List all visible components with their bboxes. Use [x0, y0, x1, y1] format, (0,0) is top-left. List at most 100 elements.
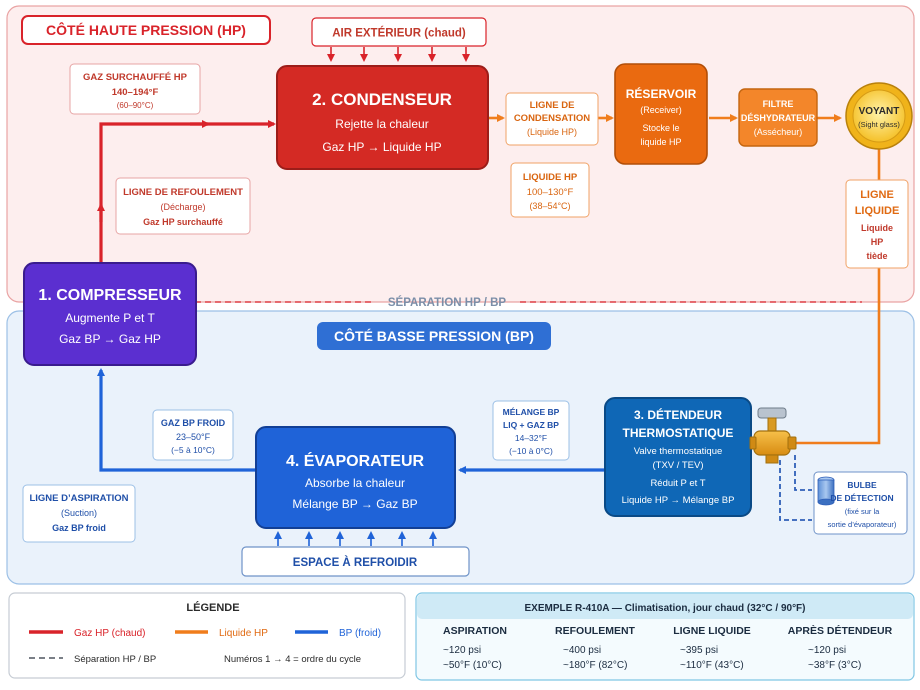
example-columns: ASPIRATION ~120 psi ~50°F (10°C) REFOULEMEN…: [443, 624, 893, 671]
svg-text:Liquide: Liquide: [861, 223, 893, 233]
filtre-box: FILTRE DÉSHYDRATEUR (Assécheur): [738, 88, 818, 147]
bulb-capillary-line-2: [794, 455, 812, 491]
svg-text:LIGNE DE REFOULEMENT: LIGNE DE REFOULEMENT: [123, 187, 243, 198]
svg-text:sortie d’évaporateur): sortie d’évaporateur): [828, 520, 897, 529]
example-column-temp: ~38°F (3°C): [808, 660, 861, 671]
detendeur-box: 3. DÉTENDEUR THERMOSTATIQUE Valve thermo…: [604, 397, 752, 517]
svg-text:(−5 à 10°C): (−5 à 10°C): [171, 445, 215, 455]
svg-text:LIGNE: LIGNE: [860, 189, 894, 201]
svg-text:THERMOSTATIQUE: THERMOSTATIQUE: [623, 426, 734, 440]
txv-valve-icon: [749, 407, 797, 464]
svg-text:DE DÉTECTION: DE DÉTECTION: [830, 493, 893, 503]
svg-text:100–130°F: 100–130°F: [527, 187, 574, 198]
svg-text:Valve thermostatique: Valve thermostatique: [634, 446, 723, 457]
svg-text:Augmente P et T: Augmente P et T: [65, 311, 155, 325]
example-column-temp: ~180°F (82°C): [563, 660, 627, 671]
svg-text:VOYANT: VOYANT: [859, 106, 900, 117]
svg-text:ESPACE À REFROIDIR: ESPACE À REFROIDIR: [293, 556, 418, 569]
espace-a-refroidir-box: ESPACE À REFROIDIR: [241, 546, 470, 577]
svg-text:(Sight glass): (Sight glass): [858, 120, 900, 129]
svg-text:140–194°F: 140–194°F: [112, 87, 159, 98]
ligne-condensation-box: LIGNE DE CONDENSATION (Liquide HP): [505, 92, 599, 146]
svg-text:1. COMPRESSEUR: 1. COMPRESSEUR: [38, 287, 182, 304]
svg-text:(Receiver): (Receiver): [640, 105, 682, 115]
legend-separation-label: Séparation HP / BP: [74, 654, 156, 665]
example-column-psi: ~395 psi: [680, 645, 718, 656]
svg-text:MÉLANGE BP: MÉLANGE BP: [503, 407, 560, 417]
svg-text:2. CONDENSEUR: 2. CONDENSEUR: [312, 90, 452, 109]
svg-text:(fixé sur la: (fixé sur la: [845, 507, 880, 516]
svg-text:HP: HP: [871, 237, 884, 247]
example-title: EXEMPLE R-410A — Climatisation, jour cha…: [524, 603, 805, 614]
svg-text:CONDENSATION: CONDENSATION: [514, 113, 590, 124]
voyant-sight-glass: VOYANT (Sight glass): [845, 82, 913, 150]
example-column-head: REFOULEMENT: [555, 625, 636, 637]
svg-text:(60–90°C): (60–90°C): [117, 101, 154, 110]
legend-numeros-label: Numéros 1 → 4 = ordre du cycle: [224, 654, 361, 665]
example-column: LIGNE LIQUIDE ~395 psi ~110°F (43°C): [673, 625, 751, 671]
reservoir-box: RÉSERVOIR (Receiver) Stocke le liquide H…: [614, 63, 708, 165]
liquide-hp-box: LIQUIDE HP 100–130°F (38–54°C): [510, 162, 590, 218]
svg-text:Gaz BP → Gaz HP: Gaz BP → Gaz HP: [59, 332, 161, 346]
ligne-aspiration-box: LIGNE D’ASPIRATION (Suction) Gaz BP froi…: [22, 484, 136, 543]
svg-text:Réduit P et T: Réduit P et T: [650, 478, 705, 489]
example-panel: EXEMPLE R-410A — Climatisation, jour cha…: [415, 592, 915, 681]
svg-text:GAZ BP FROID: GAZ BP FROID: [161, 418, 226, 428]
svg-text:(Liquide HP): (Liquide HP): [527, 127, 577, 137]
svg-text:CÔTÉ BASSE PRESSION (BP): CÔTÉ BASSE PRESSION (BP): [334, 327, 534, 344]
gaz-surchauffe-box: GAZ SURCHAUFFÉ HP 140–194°F (60–90°C): [69, 63, 201, 115]
gaz-bp-froid-box: GAZ BP FROID 23–50°F (−5 à 10°C): [152, 409, 234, 461]
legend-liquide-label: Liquide HP: [219, 628, 268, 639]
espace-flow-arrows: [274, 531, 437, 546]
legend-panel: LÉGENDE Gaz HP (chaud) Liquide HP BP (fr…: [8, 592, 406, 679]
svg-text:Gaz HP surchauffé: Gaz HP surchauffé: [143, 217, 223, 227]
svg-text:AIR EXTÉRIEUR (chaud): AIR EXTÉRIEUR (chaud): [332, 27, 466, 40]
svg-text:Absorbe la chaleur: Absorbe la chaleur: [305, 476, 405, 490]
example-column: REFOULEMENT ~400 psi ~180°F (82°C): [555, 625, 636, 671]
svg-text:(Assécheur): (Assécheur): [754, 127, 803, 137]
example-column-psi: ~120 psi: [808, 645, 846, 656]
svg-text:RÉSERVOIR: RÉSERVOIR: [626, 86, 697, 101]
svg-text:liquide HP: liquide HP: [640, 137, 681, 147]
legend-title: LÉGENDE: [186, 601, 239, 614]
example-column-head: ASPIRATION: [443, 625, 507, 637]
svg-text:(Suction): (Suction): [61, 508, 97, 518]
separation-label: SÉPARATION HP / BP: [388, 296, 507, 309]
svg-text:23–50°F: 23–50°F: [176, 432, 211, 442]
condenseur-box: 2. CONDENSEUR Rejette la chaleur Gaz HP …: [276, 65, 489, 170]
bulbe-box: BULBE DE DÉTECTION (fixé sur la sortie d…: [813, 471, 908, 535]
example-column-temp: ~110°F (43°C): [680, 660, 744, 671]
ligne-refoulement-box: LIGNE DE REFOULEMENT (Décharge) Gaz HP s…: [115, 177, 251, 235]
hp-zone-title: CÔTÉ HAUTE PRESSION (HP): [21, 15, 271, 45]
svg-text:GAZ SURCHAUFFÉ HP: GAZ SURCHAUFFÉ HP: [83, 72, 188, 83]
compresseur-box: 1. COMPRESSEUR Augmente P et T Gaz BP → …: [23, 262, 197, 366]
example-column-head: APRÈS DÉTENDEUR: [788, 624, 893, 637]
svg-text:LIQ + GAZ BP: LIQ + GAZ BP: [503, 420, 559, 430]
svg-text:Gaz BP froid: Gaz BP froid: [52, 523, 106, 533]
svg-text:Liquide HP → Mélange BP: Liquide HP → Mélange BP: [622, 495, 735, 506]
example-column-temp: ~50°F (10°C): [443, 660, 502, 671]
example-column: APRÈS DÉTENDEUR ~120 psi ~38°F (3°C): [788, 624, 893, 671]
melange-bp-box: MÉLANGE BP LIQ + GAZ BP 14–32°F (−10 à 0…: [492, 400, 570, 461]
svg-text:LIQUIDE: LIQUIDE: [855, 205, 900, 217]
example-column-psi: ~400 psi: [563, 645, 601, 656]
suction-line: [97, 368, 256, 472]
svg-text:BULBE: BULBE: [847, 480, 877, 490]
svg-text:FILTRE: FILTRE: [763, 99, 794, 109]
example-column: ASPIRATION ~120 psi ~50°F (10°C): [443, 625, 507, 671]
bulb-capillary-line: [779, 460, 812, 521]
example-column-head: LIGNE LIQUIDE: [673, 625, 751, 637]
svg-text:Stocke le: Stocke le: [642, 123, 679, 133]
svg-text:LIGNE DE: LIGNE DE: [530, 100, 575, 111]
legend-bp-label: BP (froid): [339, 628, 381, 639]
ligne-liquide-box: LIGNE LIQUIDE Liquide HP tiède: [845, 179, 909, 269]
svg-text:LIQUIDE HP: LIQUIDE HP: [523, 172, 578, 183]
svg-text:4. ÉVAPORATEUR: 4. ÉVAPORATEUR: [286, 451, 425, 470]
air-exterieur-box: AIR EXTÉRIEUR (chaud): [311, 17, 487, 47]
example-column-psi: ~120 psi: [443, 645, 481, 656]
svg-text:Gaz HP → Liquide HP: Gaz HP → Liquide HP: [322, 140, 441, 154]
svg-text:tiède: tiède: [866, 251, 887, 261]
svg-text:Mélange BP → Gaz BP: Mélange BP → Gaz BP: [292, 497, 417, 511]
svg-text:Rejette la chaleur: Rejette la chaleur: [335, 117, 428, 131]
bp-zone-title: CÔTÉ BASSE PRESSION (BP): [317, 322, 551, 350]
